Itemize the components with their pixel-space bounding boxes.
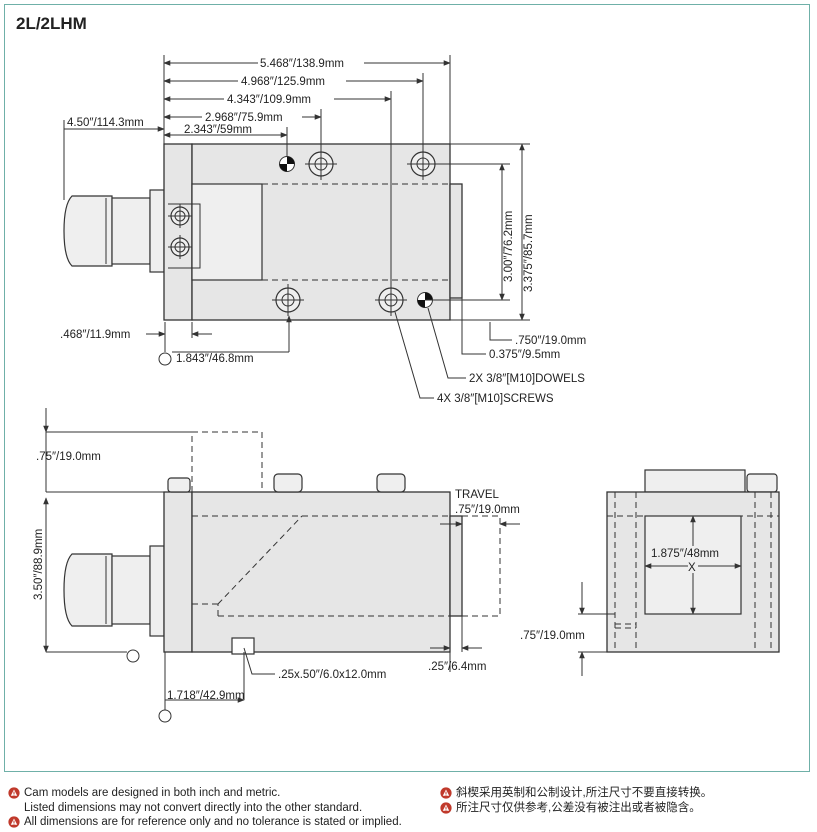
top-dim-1843: 1.843″/46.8mm — [176, 353, 254, 365]
top-dim-screw-near: 2.968″/75.9mm — [205, 112, 283, 124]
top-dim-375: 0.375″/9.5mm — [489, 349, 560, 361]
end-dim-750: .75″/19.0mm — [520, 630, 585, 642]
side-dim-1718: 1.718″/42.9mm — [167, 690, 245, 702]
end-dim-x: X — [688, 562, 696, 574]
note-cn-line2: 所注尺寸仅供参考,公差没有被注出或者被隐含。 — [456, 801, 701, 814]
side-view: .75″/19.0mm 3.50″/88.9mm .25x.50″/6.0x12… — [33, 408, 520, 723]
note-en-line3: All dimensions are for reference only an… — [24, 816, 402, 828]
warning-icon — [440, 787, 452, 799]
top-motor — [63, 195, 113, 267]
warning-icon — [8, 816, 20, 828]
top-dim-750: .750″/19.0mm — [515, 335, 586, 347]
side-reference-circle — [126, 649, 140, 663]
top-dim-screw-far: 4.968″/125.9mm — [241, 76, 325, 88]
top-callout-screws: 4X 3/8″[M10]SCREWS — [437, 393, 554, 405]
side-slot — [231, 637, 255, 655]
side-reference-circle-lower — [158, 709, 172, 723]
top-reference-circle — [158, 352, 172, 366]
side-end-plate — [163, 491, 193, 653]
top-dim-screw-low: 4.343″/109.9mm — [227, 94, 311, 106]
note-en-line2: Listed dimensions may not convert direct… — [24, 801, 363, 814]
note-cn-line1: 斜楔采用英制和公制设计,所注尺寸不要直接转换。 — [456, 787, 713, 799]
note-en-line1: Cam models are designed in both inch and… — [24, 787, 281, 799]
top-callout-dowels: 2X 3/8″[M10]DOWELS — [469, 373, 585, 385]
end-dim-1875: 1.875″/48mm — [651, 548, 719, 560]
drawing-frame — [4, 4, 810, 772]
top-screw-2 — [407, 148, 439, 180]
top-dim-dowel-spacing: 3.00″/76.2mm — [503, 211, 515, 282]
side-travel-label: TRAVEL — [455, 489, 499, 501]
side-screw-head-2 — [376, 473, 406, 493]
top-dim-height: 3.375″/85.7mm — [523, 214, 535, 292]
top-side-screw-upper — [168, 204, 192, 228]
top-dim-overall: 5.468″/138.9mm — [260, 58, 344, 70]
end-view: 1.875″/48mm X .75″/19.0mm — [520, 469, 780, 676]
warning-icon — [8, 787, 20, 799]
top-screw-4 — [375, 284, 407, 316]
model-title: 2L/2LHM — [16, 14, 87, 33]
top-view: 5.468″/138.9mm 4.968″/125.9mm 4.343″/109… — [60, 55, 586, 405]
side-main-body — [191, 491, 451, 653]
top-screw-3 — [272, 284, 304, 316]
notes-english: Cam models are designed in both inch and… — [8, 786, 402, 830]
technical-drawing: 5.468″/138.9mm 4.968″/125.9mm 4.343″/109… — [33, 55, 780, 723]
top-screw-1 — [305, 148, 337, 180]
side-dim-height: 3.50″/88.9mm — [33, 529, 45, 600]
side-travel-value: .75″/19.0mm — [455, 504, 520, 516]
top-side-screw-lower — [168, 235, 192, 259]
top-dowel-1 — [279, 156, 295, 172]
side-dim-750-top: .75″/19.0mm — [36, 451, 101, 463]
top-motor-neck — [111, 197, 151, 265]
notes-chinese: 斜楔采用英制和公制设计,所注尺寸不要直接转换。 所注尺寸仅供参考,公差没有被注出… — [440, 786, 712, 815]
top-dim-dowel: 2.343″/59mm — [184, 124, 252, 136]
end-top-block — [644, 469, 746, 493]
top-right-step — [449, 183, 463, 299]
side-dim-025: .25″/6.4mm — [428, 661, 486, 673]
top-end-plate — [163, 143, 193, 321]
top-dim-motor: 4.50″/114.3mm — [67, 117, 144, 129]
side-dim-slot: .25x.50″/6.0x12.0mm — [278, 669, 386, 681]
side-screw-head-1 — [273, 473, 303, 493]
warning-icon — [440, 801, 452, 814]
side-motor — [63, 553, 113, 627]
top-dim-468: .468″/11.9mm — [60, 329, 130, 341]
